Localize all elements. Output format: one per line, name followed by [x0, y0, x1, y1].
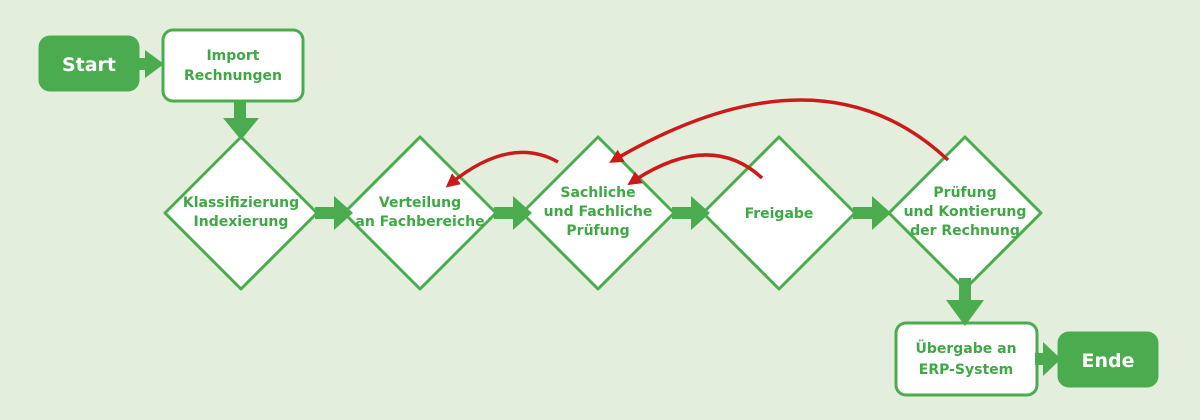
svg-text:an Fachbereiche: an Fachbereiche: [355, 214, 484, 230]
import-node: Import Rechnungen: [161, 28, 305, 103]
arrow-verteilung-pruefung: [494, 196, 532, 230]
svg-text:und Fachliche: und Fachliche: [544, 204, 653, 220]
arrow-klass-verteilung: [315, 196, 353, 230]
ende-node: Ende: [1057, 331, 1159, 388]
svg-text:und Kontierung: und Kontierung: [904, 204, 1027, 220]
svg-text:der Rechnung: der Rechnung: [910, 223, 1020, 239]
start-node: Start: [38, 35, 140, 92]
arrow-uebergabe-ende: [1035, 342, 1061, 376]
back-arrow-freigabe-to-pruefung: [627, 153, 764, 186]
arrow-freigabe-kontierung: [853, 196, 891, 230]
svg-text:ERP-System: ERP-System: [919, 362, 1014, 378]
freigabe-node: Freigabe: [701, 135, 857, 291]
back-arrow-pruefung-to-verteilung: [445, 150, 559, 188]
arrow-start-import: [135, 50, 164, 78]
svg-text:Klassifizierung: Klassifizierung: [183, 195, 299, 211]
klassifizierung-node: Klassifizierung Indexierung: [163, 135, 319, 291]
svg-text:Freigabe: Freigabe: [745, 206, 814, 222]
uebergabe-node: Übergabe an ERP-System: [894, 321, 1039, 397]
arrow-kontierung-uebergabe: [946, 278, 984, 326]
svg-text:Übergabe an: Übergabe an: [915, 339, 1016, 357]
svg-text:Ende: Ende: [1082, 350, 1135, 372]
back-arrow-kontierung-to-pruefung: [609, 98, 950, 163]
svg-text:Verteilung: Verteilung: [379, 195, 461, 211]
kontierung-node: Prüfung und Kontierung der Rechnung: [887, 135, 1043, 291]
svg-text:Sachliche: Sachliche: [560, 185, 635, 201]
svg-text:Import: Import: [206, 48, 259, 64]
arrow-import-klass: [223, 102, 259, 140]
svg-text:Prüfung: Prüfung: [566, 223, 629, 239]
svg-text:Indexierung: Indexierung: [194, 214, 289, 230]
svg-text:Start: Start: [62, 54, 116, 76]
svg-text:Rechnungen: Rechnungen: [184, 68, 282, 84]
arrow-pruefung-freigabe: [672, 196, 710, 230]
svg-text:Prüfung: Prüfung: [933, 185, 996, 201]
